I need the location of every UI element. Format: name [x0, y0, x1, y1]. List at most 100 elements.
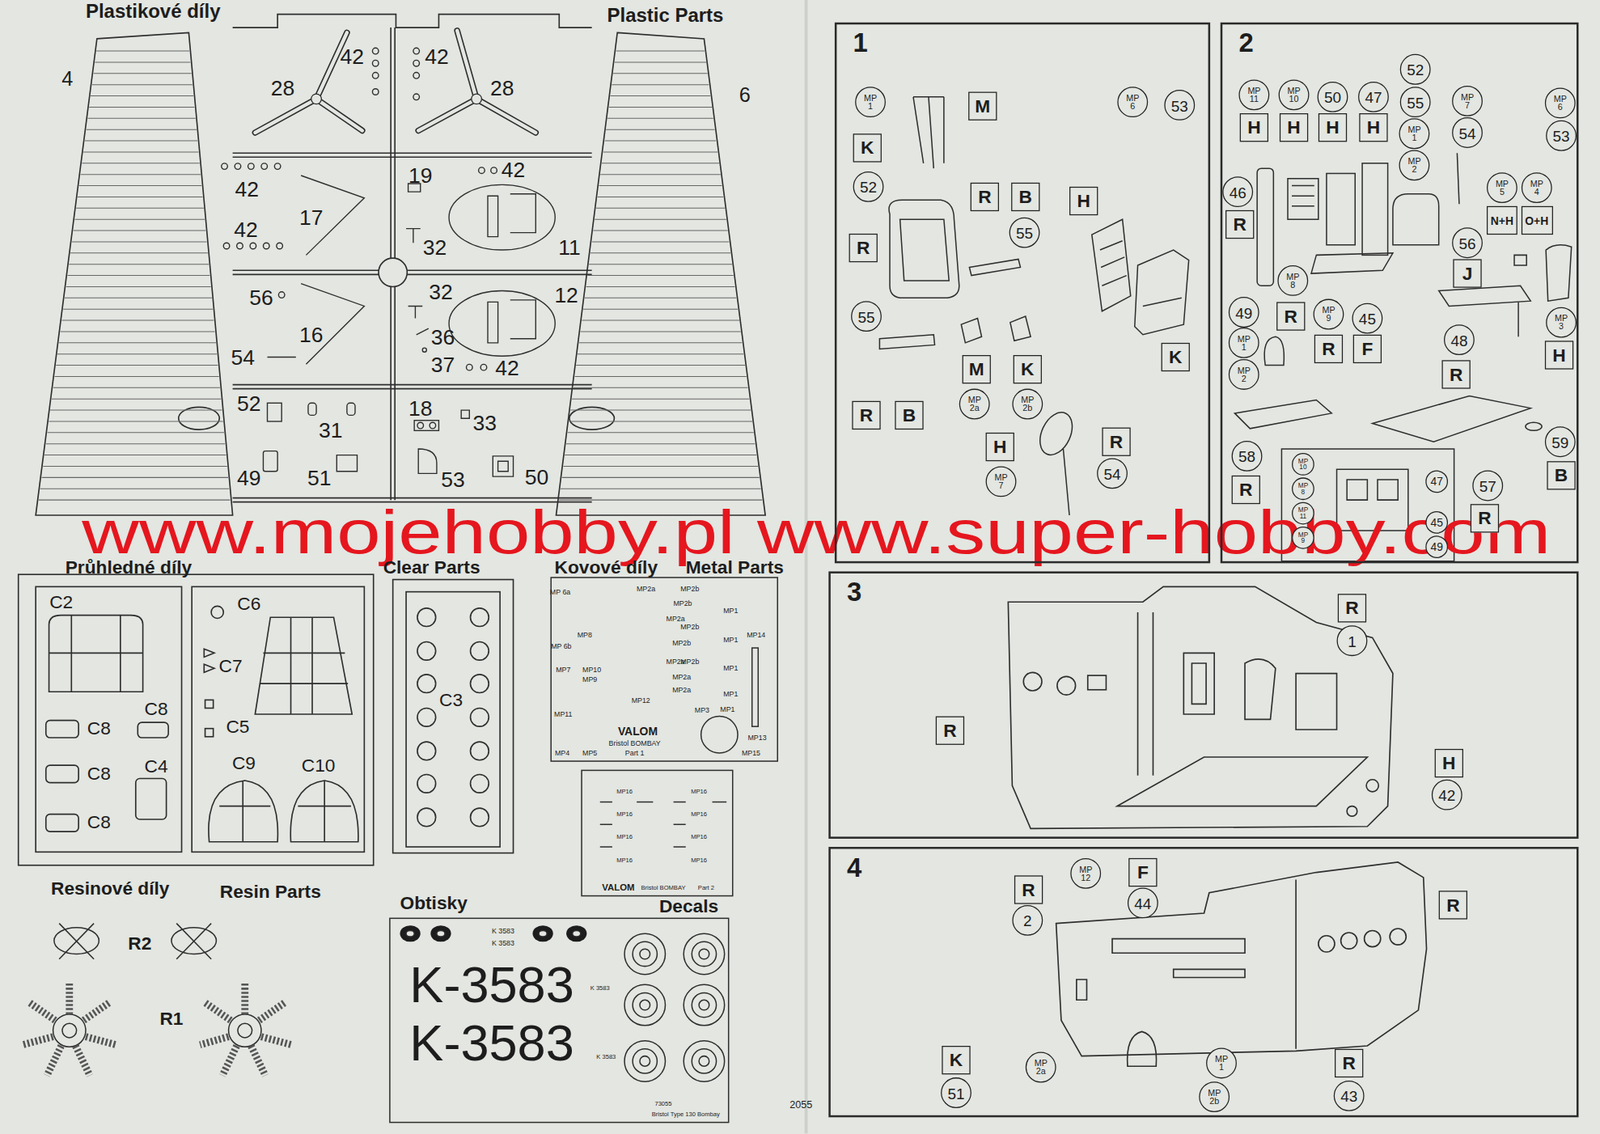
callout-circle: 55: [1400, 86, 1431, 118]
small-parts: [461, 410, 470, 419]
resin-parts: [28, 1002, 56, 1021]
part-number: MP2a: [672, 685, 691, 694]
small-parts: [478, 167, 486, 174]
wing-rib: [88, 106, 195, 108]
callout-text: 42: [1438, 787, 1456, 803]
part-number: 73055: [654, 1100, 672, 1108]
clear-parts-frame: [18, 574, 514, 866]
callout-circle: MP 8: [1291, 477, 1315, 500]
step-panel: 4R2MP 12F44RK51MP 2aMP 1MP 2bR43: [828, 846, 1579, 1118]
small-parts: [448, 184, 555, 250]
callout-text: 47: [1364, 88, 1382, 105]
propeller: [471, 93, 483, 105]
wing-rib: [57, 353, 217, 355]
fuselage-half: [1112, 939, 1245, 978]
part-letter-box: H: [1240, 113, 1269, 142]
resin-parts: [258, 1002, 286, 1021]
callout-text: MP 9: [1321, 305, 1335, 323]
callout-text: 56: [1458, 235, 1476, 251]
small-parts: [276, 242, 284, 250]
resin-parts: [261, 1037, 293, 1046]
step-2-parts: [1326, 173, 1355, 245]
step-2-parts: [1257, 168, 1274, 286]
clear-parts-frame: [46, 814, 79, 832]
part-letter-box: B: [1546, 461, 1575, 490]
clear-parts-frame: [406, 592, 500, 847]
callout-text: MP 2a: [1034, 1058, 1048, 1076]
part-number: 42: [501, 158, 525, 180]
clear-parts-frame: [470, 707, 490, 727]
resin-parts: [228, 1014, 262, 1047]
wing-rib: [90, 95, 194, 97]
small-parts: [465, 364, 473, 371]
callout-text: R: [1239, 480, 1253, 500]
small-parts: [492, 456, 513, 477]
small-parts: [223, 242, 230, 250]
part-letter-box: B: [894, 401, 923, 430]
callout-text: F: [1361, 339, 1373, 359]
callout-text: MP 9: [1298, 531, 1308, 545]
sprue-frame: [232, 14, 593, 28]
part-number: MP2b: [680, 584, 699, 593]
wing-rib: [64, 297, 212, 299]
callout-circle: 57: [1472, 470, 1503, 502]
wing-rib: [50, 410, 222, 411]
propeller: [254, 30, 536, 133]
part-number: MP2a: [666, 614, 686, 623]
small-parts: [274, 163, 281, 170]
step-1-parts: [1134, 249, 1190, 335]
clear-parts-frame: [254, 617, 352, 715]
clear-parts-frame: [417, 707, 436, 727]
wing-rib: [558, 499, 762, 501]
wing-rib: [80, 173, 201, 175]
metal-fret: [636, 801, 653, 804]
metal-fret: [581, 770, 733, 896]
wing-rib: [570, 410, 751, 411]
callout-circle: MP 2: [1398, 149, 1430, 181]
wing-rib: [562, 465, 758, 467]
callout-circle: MP 3: [1545, 307, 1577, 339]
part-letter-box: R: [1334, 1049, 1363, 1078]
callout-text: H: [1325, 118, 1339, 137]
wing-rib: [611, 84, 709, 85]
callout-text: 50: [1324, 88, 1342, 105]
part-letter-box: R: [1014, 875, 1043, 904]
fuselage-half: [1087, 675, 1107, 690]
wing-rib: [54, 376, 219, 377]
wing-rib: [597, 196, 724, 198]
decal-sheet: [639, 948, 651, 960]
resin-parts: [46, 1045, 62, 1076]
small-parts: [487, 194, 536, 238]
part-letter-box: F: [1353, 334, 1382, 364]
sprue-frame: [232, 388, 593, 390]
part-number: C7: [219, 656, 243, 676]
part-number: 31: [318, 419, 343, 441]
sprue-frame: [232, 384, 593, 386]
part-letter-box: R: [849, 233, 878, 263]
callout-text: R: [1446, 896, 1460, 915]
callout-text: B: [1554, 465, 1568, 485]
wing-rib: [575, 364, 745, 366]
decal-sheet: [639, 999, 651, 1011]
section-heading: Metal Parts: [685, 558, 784, 577]
callout-text: MP 2a: [968, 395, 982, 413]
wing-rib: [564, 454, 757, 456]
section-heading: VALOM: [617, 726, 658, 738]
small-parts: [416, 328, 429, 335]
callout-circle: MP 8: [1277, 265, 1308, 297]
wing-rib: [587, 275, 733, 276]
clear-parts-frame: [135, 778, 167, 820]
callout-circle: MP 11: [1238, 79, 1270, 111]
callout-circle: 54: [1451, 117, 1483, 149]
callout-circle: 2: [1011, 905, 1043, 936]
part-number: 37: [431, 353, 455, 375]
sprue-frame: [232, 497, 593, 500]
metal-fret: [600, 824, 613, 826]
wing-rib: [607, 118, 714, 119]
callout-text: K: [860, 139, 874, 158]
step-panel: 2MP 11MP 1050475255MP 1MP 2MP 754MP 653H…: [1220, 22, 1579, 564]
part-number: C9: [232, 753, 256, 773]
callout-text: 48: [1450, 332, 1468, 348]
propeller: [254, 98, 317, 133]
fuselage-half: [1346, 806, 1358, 817]
